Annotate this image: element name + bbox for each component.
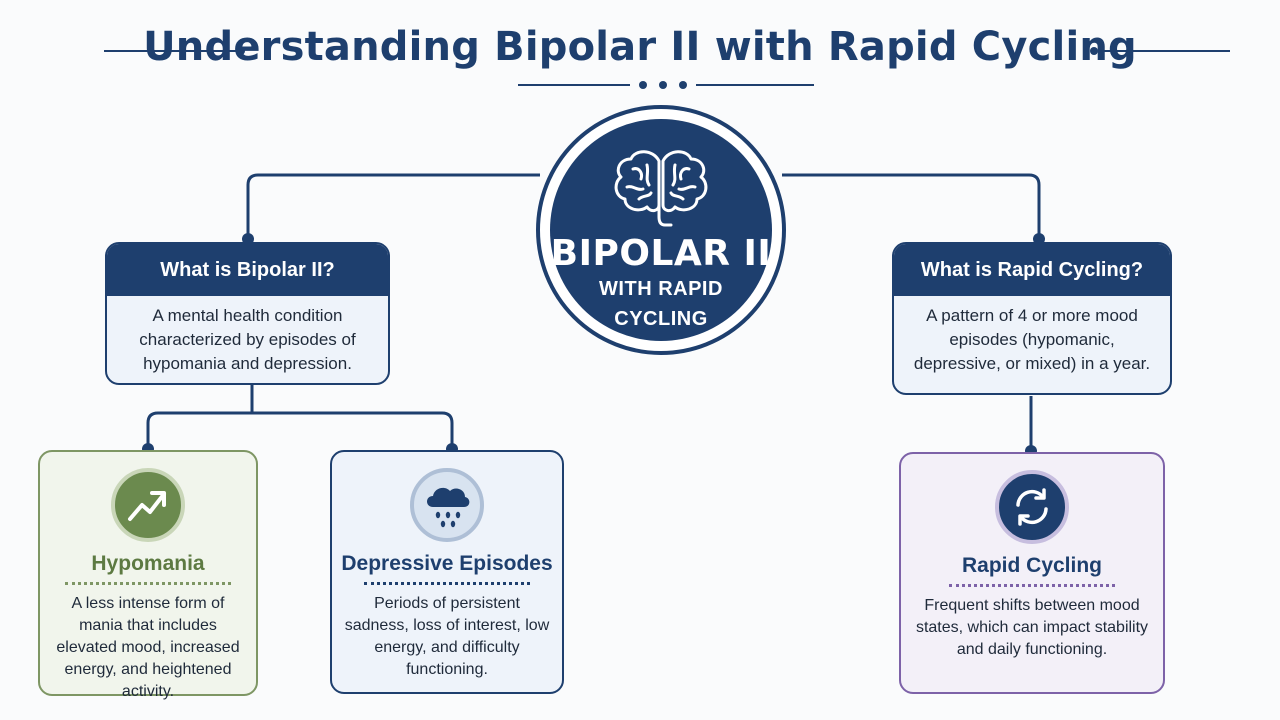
depressive-episodes-divider <box>364 582 530 585</box>
bipolar-definition-text: A mental health condition characterized … <box>139 306 356 373</box>
hypomania-divider <box>65 582 231 585</box>
title-decoration <box>104 47 1230 89</box>
rapid-cycling-definition-box: What is Rapid Cycling? A pattern of 4 or… <box>892 242 1172 395</box>
depressive-icon-badge <box>410 468 484 542</box>
rapid-cycling-divider <box>949 584 1115 587</box>
connector-center-left <box>246 173 540 238</box>
rapid-cycling-card: Rapid Cycling Frequent shifts between mo… <box>899 452 1165 694</box>
hypomania-title: Hypomania <box>91 552 205 575</box>
rapid-cycling-title: Rapid Cycling <box>961 554 1103 577</box>
brain-icon <box>614 150 708 227</box>
bipolar-definition-box: What is Bipolar II? A mental health cond… <box>105 242 390 385</box>
depressive-episodes-card: Depressive Episodes Periods of persisten… <box>330 450 564 694</box>
rapid-cycling-text: Frequent shifts between mood states, whi… <box>915 597 1149 658</box>
central-topic-line3: CYCLING <box>614 308 708 330</box>
hypomania-icon-badge <box>111 468 185 542</box>
central-topic-line1: BIPOLAR II <box>550 233 772 274</box>
trending-up-icon <box>128 491 166 521</box>
rapid-cycling-definition-heading: What is Rapid Cycling? <box>894 244 1170 296</box>
connector-center-right <box>782 173 1041 238</box>
central-topic-inner: BIPOLAR II WITH RAPID CYCLING <box>550 119 772 341</box>
bipolar-definition-heading: What is Bipolar II? <box>107 244 388 296</box>
connector-bipolar-children <box>146 385 454 446</box>
hypomania-card: Hypomania A less intense form of mania t… <box>38 450 258 700</box>
rain-cloud-icon <box>427 487 470 528</box>
depressive-episodes-text: Periods of persistent sadness, loss of i… <box>344 595 550 678</box>
hypomania-text: A less intense form of mania that includ… <box>56 595 240 700</box>
central-topic-line2: WITH RAPID <box>599 278 723 300</box>
depressive-episodes-title: Depressive Episodes <box>341 552 553 575</box>
rapid-cycling-icon-badge <box>995 470 1069 544</box>
page-title: Understanding Bipolar II with Rapid Cycl… <box>143 24 1137 70</box>
central-topic-circle: BIPOLAR II WITH RAPID CYCLING <box>536 105 786 355</box>
rapid-cycling-definition-text: A pattern of 4 or more mood episodes (hy… <box>913 306 1151 373</box>
cycle-arrows-icon <box>1016 488 1048 526</box>
